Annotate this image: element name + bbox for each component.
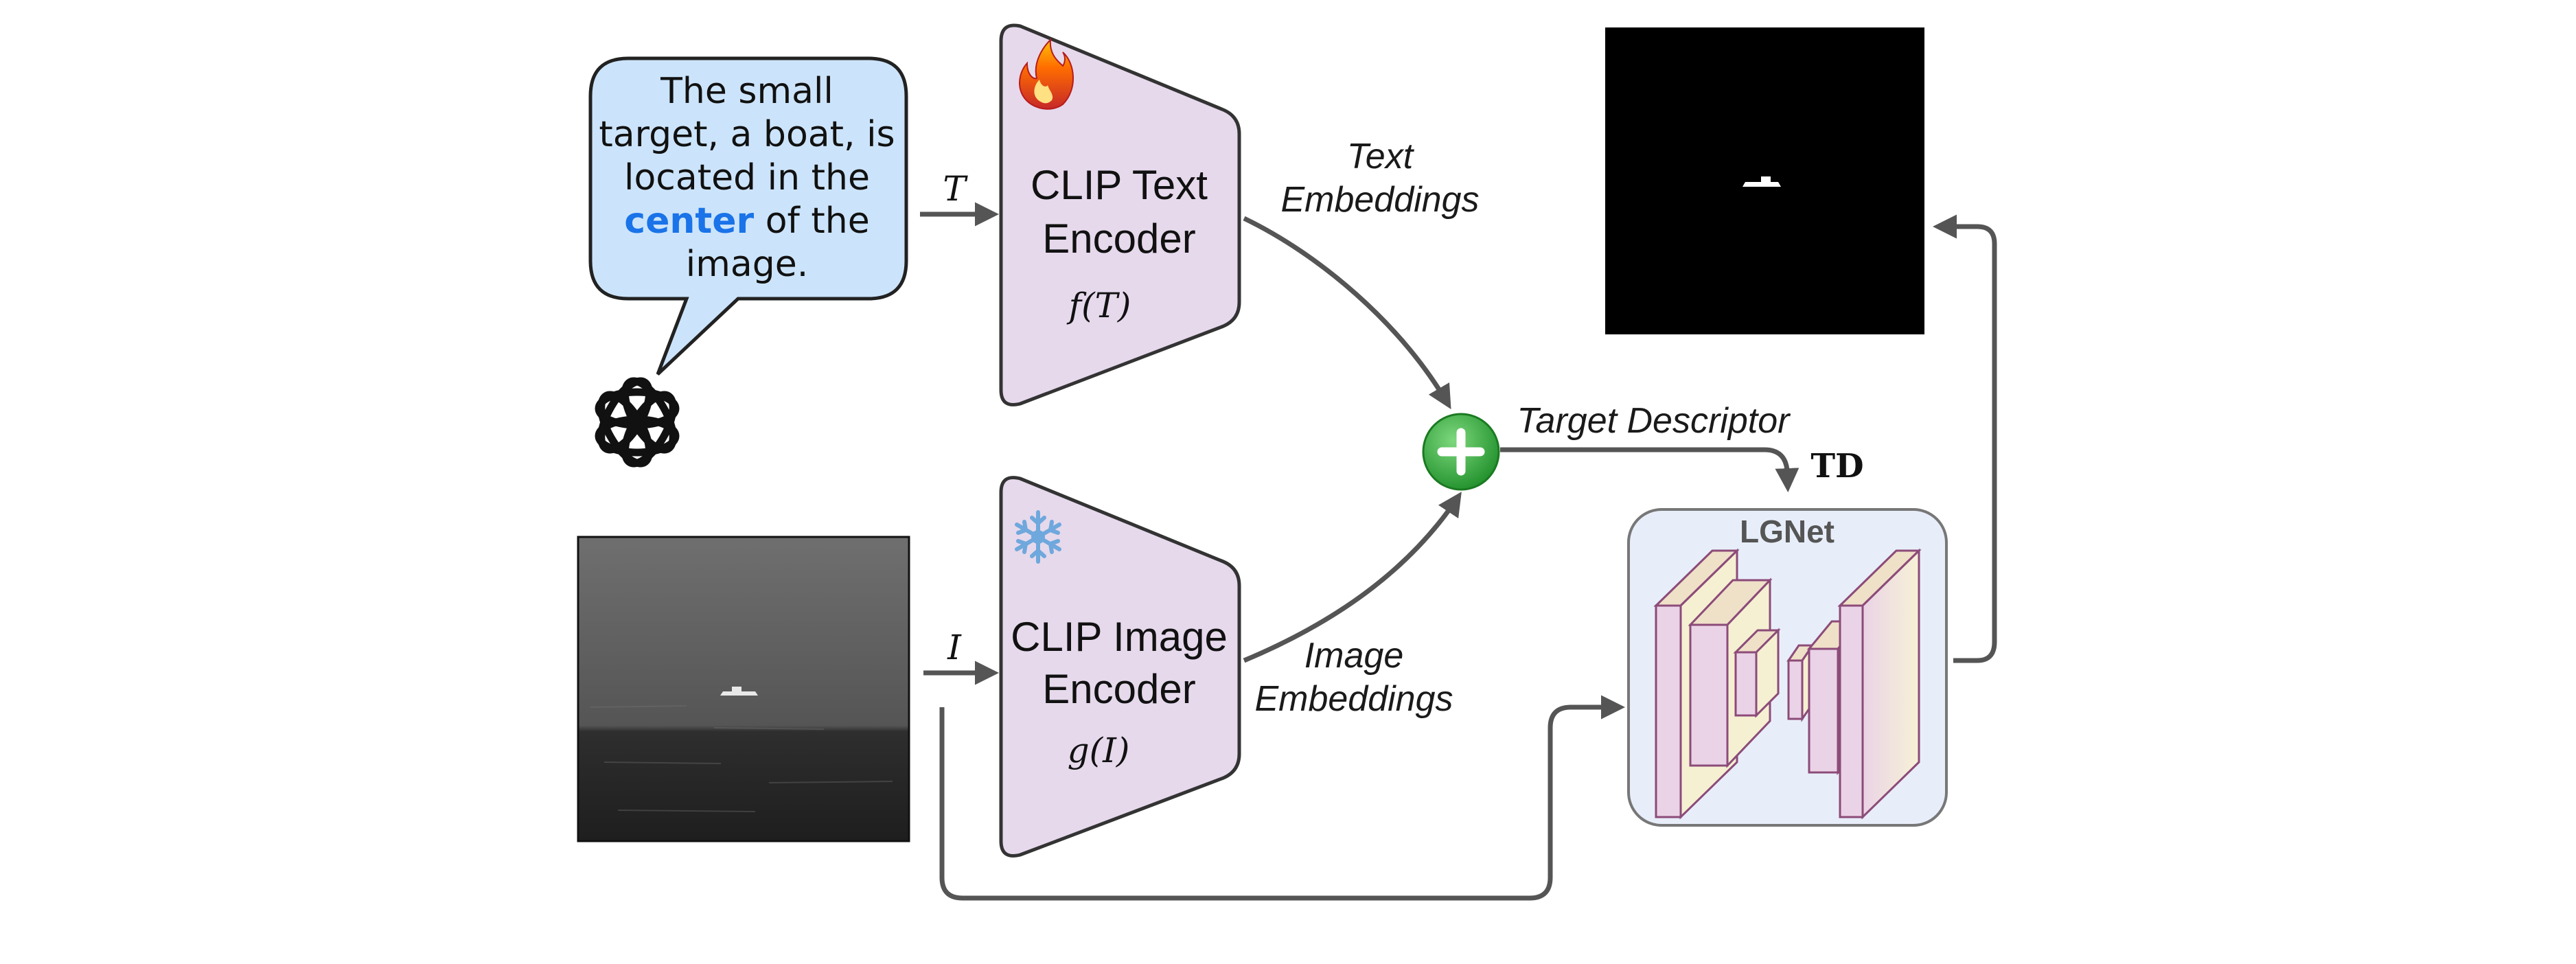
- image-encoder-title-1: CLIP Image: [1011, 614, 1228, 660]
- prompt-line-1: The small: [660, 71, 833, 112]
- output-arrow: [1933, 214, 1997, 663]
- prompt-highlight-word: center: [624, 200, 754, 242]
- text-input-symbol: T: [943, 169, 968, 209]
- text-encoder-title-2: Encoder: [1042, 216, 1195, 262]
- prompt-line-2: target, a boat, is: [599, 114, 895, 155]
- text-encoder-function: f(T): [1066, 286, 1131, 325]
- image-encoder-function: g(I): [1068, 731, 1130, 770]
- target-descriptor-label: Target Descriptor: [1517, 401, 1792, 441]
- prompt-line-4-rest: of the: [754, 200, 870, 242]
- image-embedding-arrow: [1243, 492, 1462, 663]
- unet-blocks: [1653, 548, 1922, 820]
- text-embeddings-label-2: Embeddings: [1280, 180, 1479, 220]
- snowflake-icon: [1015, 510, 1061, 564]
- text-embeddings-label-1: Text: [1347, 137, 1415, 176]
- lgnet-title: LGNet: [1740, 514, 1835, 549]
- image-embeddings-label-2: Embeddings: [1254, 679, 1453, 719]
- input-infrared-image: [577, 536, 910, 842]
- prompt-line-5: image.: [686, 244, 809, 285]
- prompt-speech-bubble: The small target, a boat, is located in …: [588, 56, 908, 376]
- target-descriptor-arrow: [1500, 447, 1799, 492]
- text-embedding-arrow: [1243, 216, 1451, 410]
- plus-icon: [1437, 428, 1485, 476]
- clip-text-encoder: CLIP Text Encoder f(T): [999, 23, 1241, 406]
- boat-target: [720, 691, 758, 696]
- image-skip-arrow: [939, 695, 1625, 901]
- prompt-line-3: located in the: [624, 157, 870, 198]
- llm-logo-icon: [595, 377, 680, 468]
- clip-image-encoder: CLIP Image Encoder g(I): [999, 476, 1241, 858]
- fusion-add-node: [1422, 413, 1500, 491]
- td-symbol: TD: [1810, 447, 1863, 485]
- output-segmentation-mask: [1605, 27, 1924, 334]
- fire-icon: [1019, 38, 1074, 110]
- image-input-symbol: I: [947, 628, 962, 667]
- image-embeddings-label-1: Image: [1304, 636, 1404, 676]
- image-encoder-title-2: Encoder: [1042, 666, 1195, 712]
- prompt-line-4: center of the: [624, 200, 869, 242]
- text-encoder-title-1: CLIP Text: [1031, 162, 1208, 208]
- lgnet-module: LGNet: [1627, 508, 1948, 827]
